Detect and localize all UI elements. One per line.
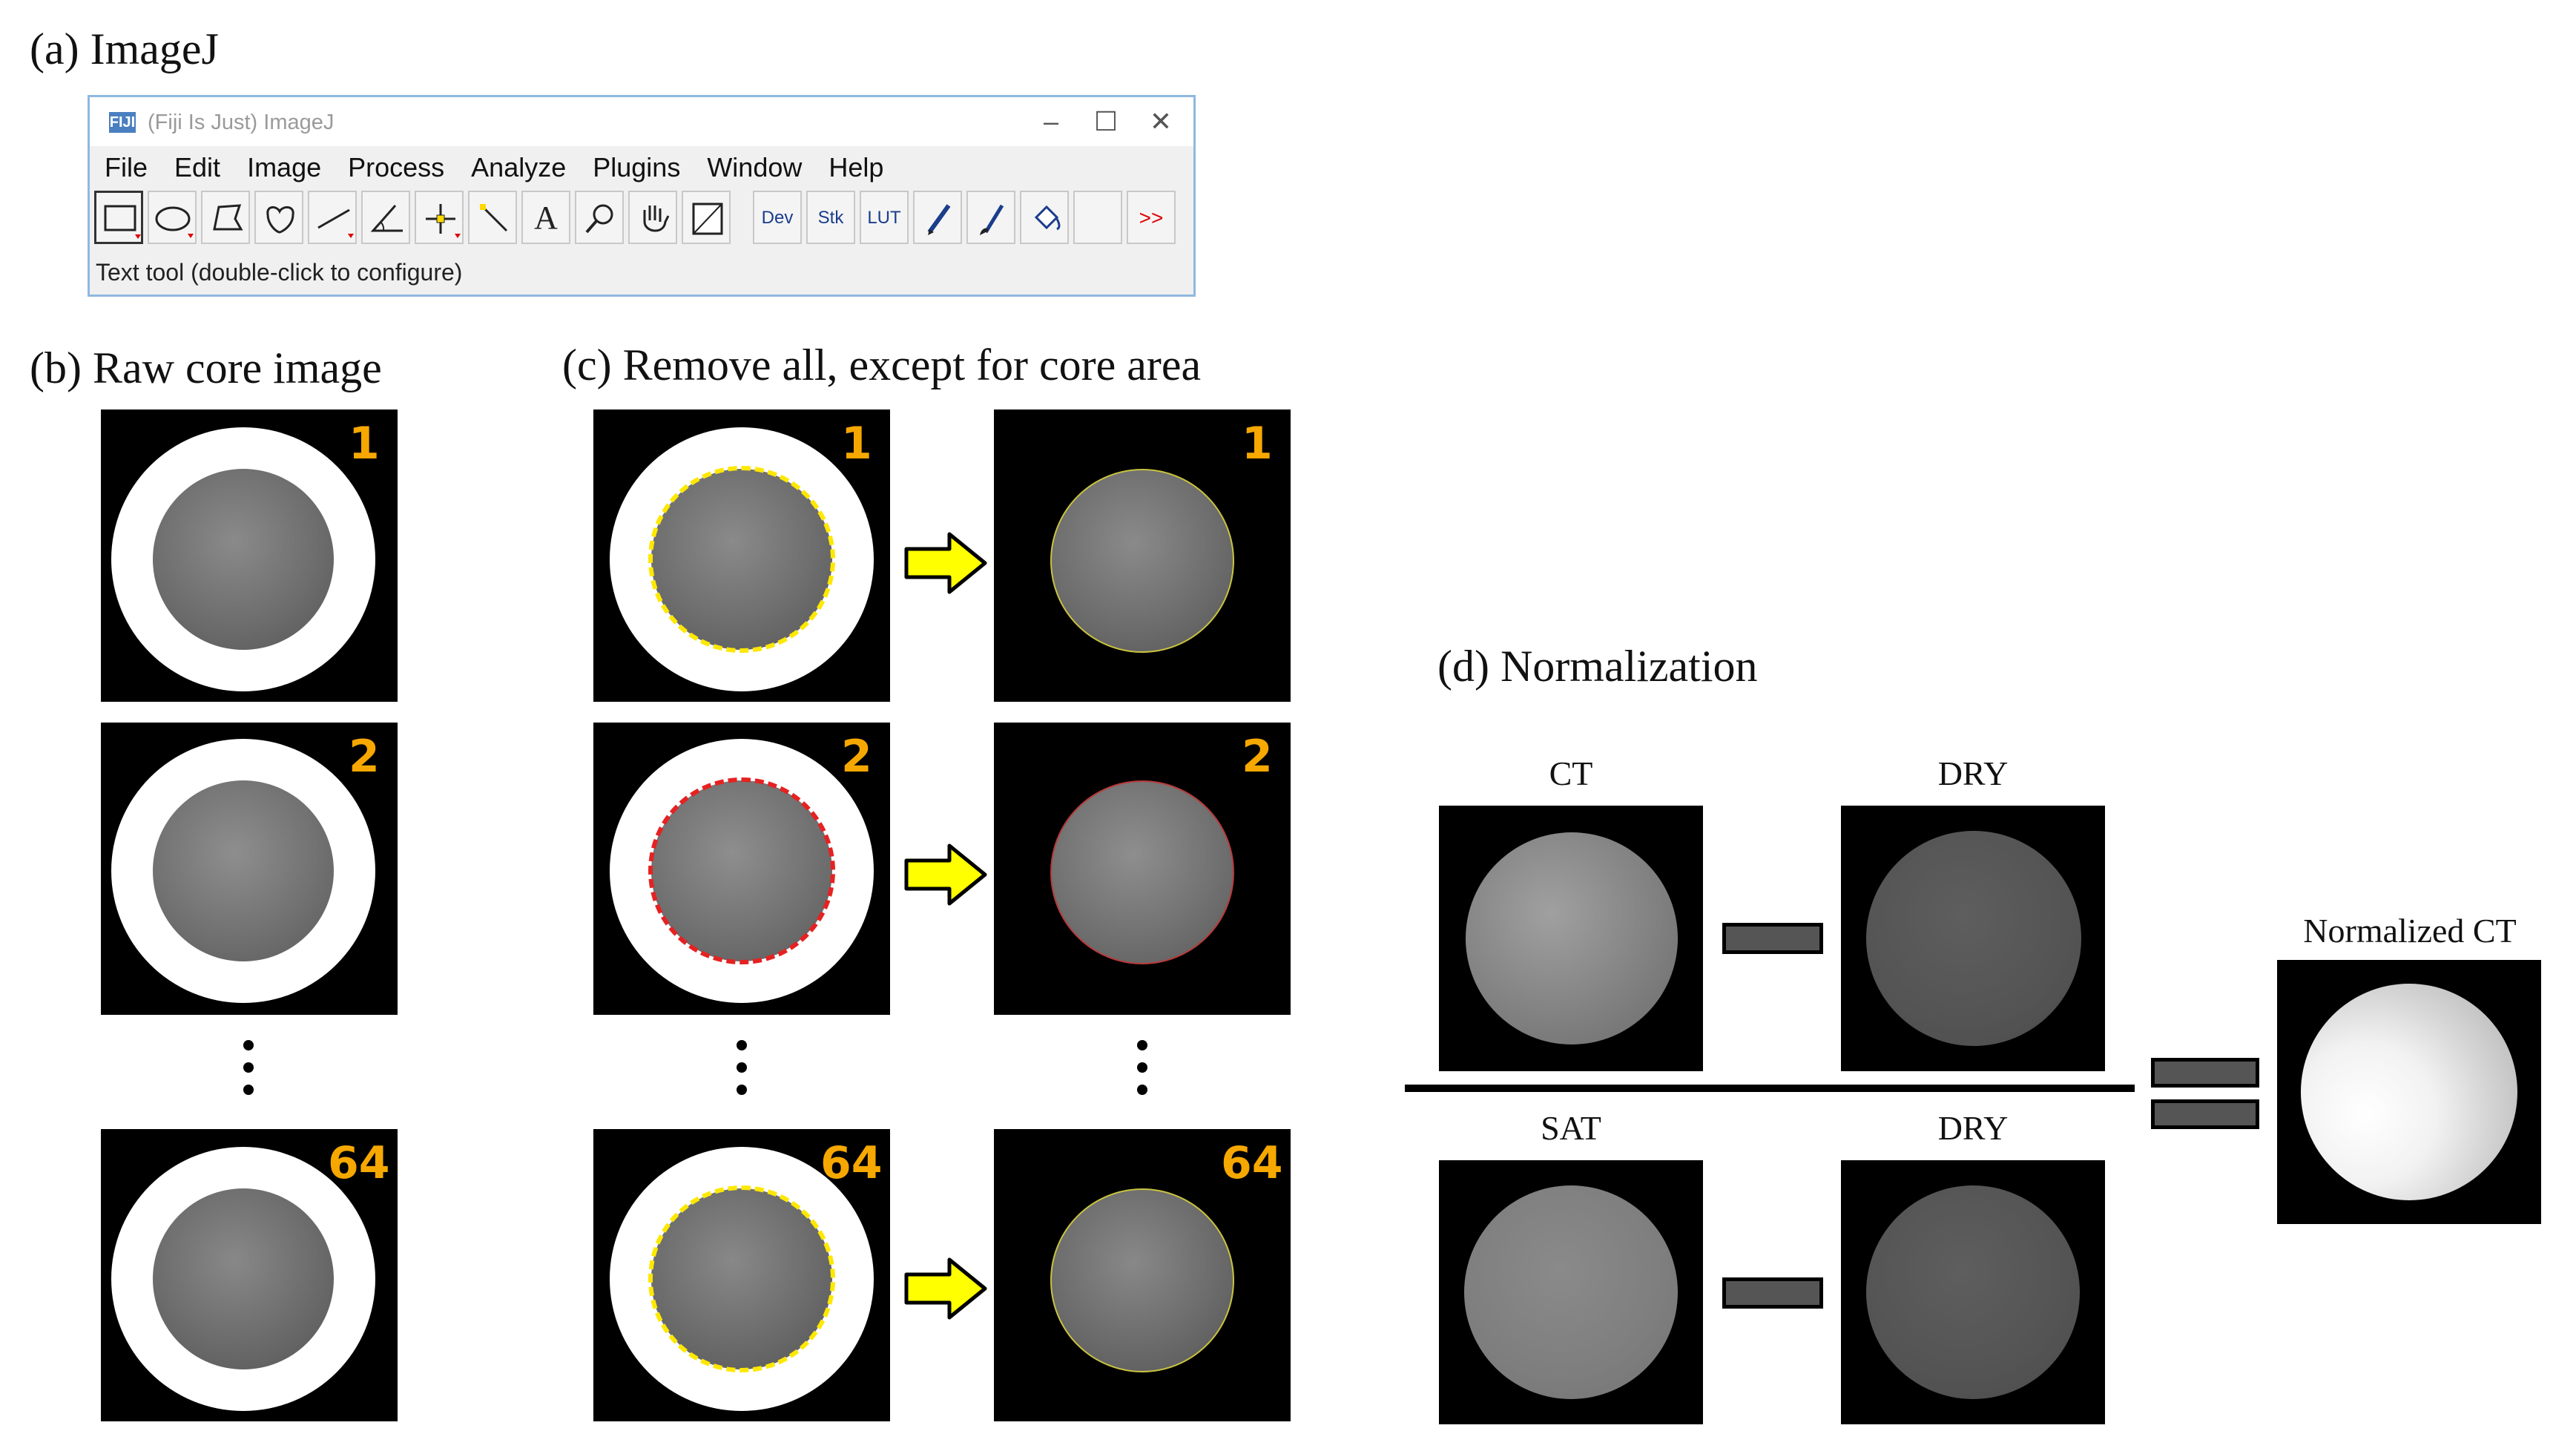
more-tools-icon[interactable]: >>: [1127, 191, 1176, 244]
core-cross-section: [153, 780, 334, 961]
rectangle-tool-icon[interactable]: [94, 191, 143, 244]
ct-image: [1439, 806, 1703, 1071]
slice-number: 1: [1242, 418, 1273, 470]
menu-file[interactable]: File: [105, 152, 148, 182]
core-cross-section: [153, 469, 334, 650]
maximize-button[interactable]: ☐: [1093, 106, 1119, 136]
yellow-selection-outline: [648, 1185, 835, 1372]
oval-tool-icon[interactable]: [148, 191, 197, 244]
line-tool-icon[interactable]: [308, 191, 357, 244]
dry-label-bottom: DRY: [1937, 1109, 2009, 1147]
menu-bar: File Edit Image Process Analyze Plugins …: [90, 149, 1193, 186]
angle-tool-icon[interactable]: [361, 191, 410, 244]
minus-sign-icon: [1722, 1277, 1823, 1309]
status-bar: Text tool (double-click to configure): [96, 259, 463, 286]
arrow-right-icon: [904, 843, 987, 906]
core-cross-section: [1464, 1185, 1678, 1399]
close-button[interactable]: ✕: [1149, 106, 1173, 136]
dev-menu-icon[interactable]: Dev: [753, 191, 802, 244]
text-tool-icon[interactable]: A: [521, 191, 570, 244]
lut-menu-icon[interactable]: LUT: [860, 191, 909, 244]
tool-bar: A Dev Stk LUT >>: [94, 191, 1192, 247]
core-cross-section: [1050, 1188, 1234, 1372]
ellipsis-dots: [1135, 1040, 1150, 1107]
core-cross-section: [1866, 831, 2081, 1046]
slice-number: 1: [841, 418, 872, 470]
arrow-right-icon: [904, 1257, 987, 1320]
menu-process[interactable]: Process: [348, 152, 445, 182]
window-title: (Fiji Is Just) ImageJ: [148, 111, 335, 134]
slice-number: 64: [820, 1137, 883, 1189]
selected-core-image-slice-2: 2: [593, 723, 890, 1015]
menu-window[interactable]: Window: [707, 152, 803, 182]
ct-label: CT: [1549, 754, 1593, 792]
extracted-core-area-slice-1: 1: [994, 409, 1291, 702]
selected-core-image-slice-1: 1: [593, 409, 890, 702]
section-b-heading: (b) Raw core image: [30, 343, 382, 392]
slice-number: 2: [1242, 731, 1273, 783]
wand-tool-icon[interactable]: [468, 191, 517, 244]
minimize-button[interactable]: –: [1043, 106, 1059, 136]
minus-sign-icon: [1722, 923, 1823, 954]
menu-analyze[interactable]: Analyze: [471, 152, 567, 182]
slice-number: 64: [328, 1137, 390, 1189]
menu-edit[interactable]: Edit: [174, 152, 221, 182]
raw-core-image-slice-64: 64: [101, 1129, 398, 1421]
red-selection-outline: [648, 777, 835, 964]
ellipsis-dots: [241, 1040, 256, 1107]
slice-number: 2: [841, 731, 872, 783]
equals-sign-bottom-bar: [2151, 1099, 2259, 1129]
extracted-core-area-slice-2: 2: [994, 723, 1291, 1015]
normalized-ct-label: Normalized CT: [2303, 912, 2517, 950]
yellow-selection-outline: [648, 466, 835, 653]
core-cross-section: [1866, 1185, 2080, 1399]
sat-label: SAT: [1541, 1109, 1601, 1147]
pencil-tool-icon[interactable]: [913, 191, 962, 244]
slice-number: 1: [349, 418, 380, 470]
section-a-heading: (a) ImageJ: [30, 24, 219, 73]
blank-tool-slot: [1073, 191, 1122, 244]
core-cross-section: [2301, 984, 2517, 1200]
flood-fill-tool-icon[interactable]: [1020, 191, 1069, 244]
core-cross-section: [1466, 832, 1678, 1045]
core-cross-section: [153, 1188, 334, 1369]
dry-label-top: DRY: [1937, 754, 2009, 792]
raw-core-image-slice-2: 2: [101, 723, 398, 1015]
brush-tool-icon[interactable]: [966, 191, 1015, 244]
imagej-titlebar: FIJI (Fiji Is Just) ImageJ – ☐ ✕: [90, 97, 1193, 146]
point-tool-icon[interactable]: [415, 191, 464, 244]
normalized-ct-image: [2277, 960, 2541, 1224]
menu-image[interactable]: Image: [247, 152, 322, 182]
polygon-tool-icon[interactable]: [201, 191, 250, 244]
section-d-heading: (d) Normalization: [1437, 642, 1758, 691]
stk-menu-icon[interactable]: Stk: [806, 191, 855, 244]
slice-number: 2: [349, 731, 380, 783]
raw-core-image-slice-1: 1: [101, 409, 398, 702]
section-c-heading: (c) Remove all, except for core area: [562, 341, 1202, 389]
menu-plugins[interactable]: Plugins: [593, 152, 681, 182]
slice-number: 64: [1221, 1137, 1283, 1189]
sat-image: [1439, 1160, 1703, 1424]
fiji-logo-icon: FIJI: [109, 112, 136, 133]
arrow-right-icon: [904, 532, 987, 594]
dry-image-bottom: [1841, 1160, 2105, 1424]
core-cross-section: [1050, 469, 1234, 653]
dry-image-top: [1841, 806, 2105, 1071]
magnifier-tool-icon[interactable]: [575, 191, 624, 244]
imagej-window: FIJI (Fiji Is Just) ImageJ – ☐ ✕ File Ed…: [88, 95, 1196, 297]
core-cross-section: [1050, 780, 1234, 964]
selected-core-image-slice-64: 64: [593, 1129, 890, 1421]
ellipsis-dots: [734, 1040, 749, 1107]
fraction-bar: [1405, 1085, 2135, 1092]
extracted-core-area-slice-64: 64: [994, 1129, 1291, 1421]
menu-help[interactable]: Help: [829, 152, 884, 182]
equals-sign-top-bar: [2151, 1058, 2259, 1088]
freehand-tool-icon[interactable]: [254, 191, 303, 244]
color-picker-tool-icon[interactable]: [682, 191, 731, 244]
hand-tool-icon[interactable]: [628, 191, 677, 244]
